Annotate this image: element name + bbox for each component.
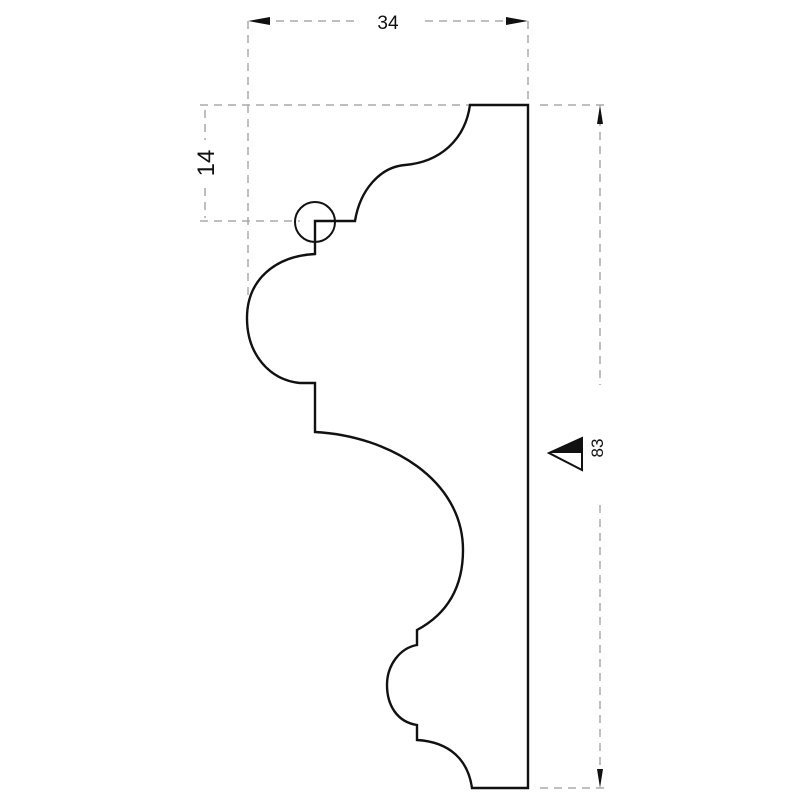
arrow-up-icon [597,105,603,124]
dimension-height: 83 [540,105,607,789]
arrow-down-icon [597,769,603,788]
molding-profile-outline [245,103,530,790]
dimension-width: 34 [247,13,529,300]
width-label: 34 [377,13,399,34]
arrow-left-icon [248,17,270,25]
detail-label: 14 [193,150,220,177]
arrow-right-icon [506,17,528,25]
detail-circle-marker [294,201,336,243]
height-label: 83 [588,439,607,458]
dimension-detail: 14 [193,104,605,222]
section-triangle-icon [546,436,583,472]
